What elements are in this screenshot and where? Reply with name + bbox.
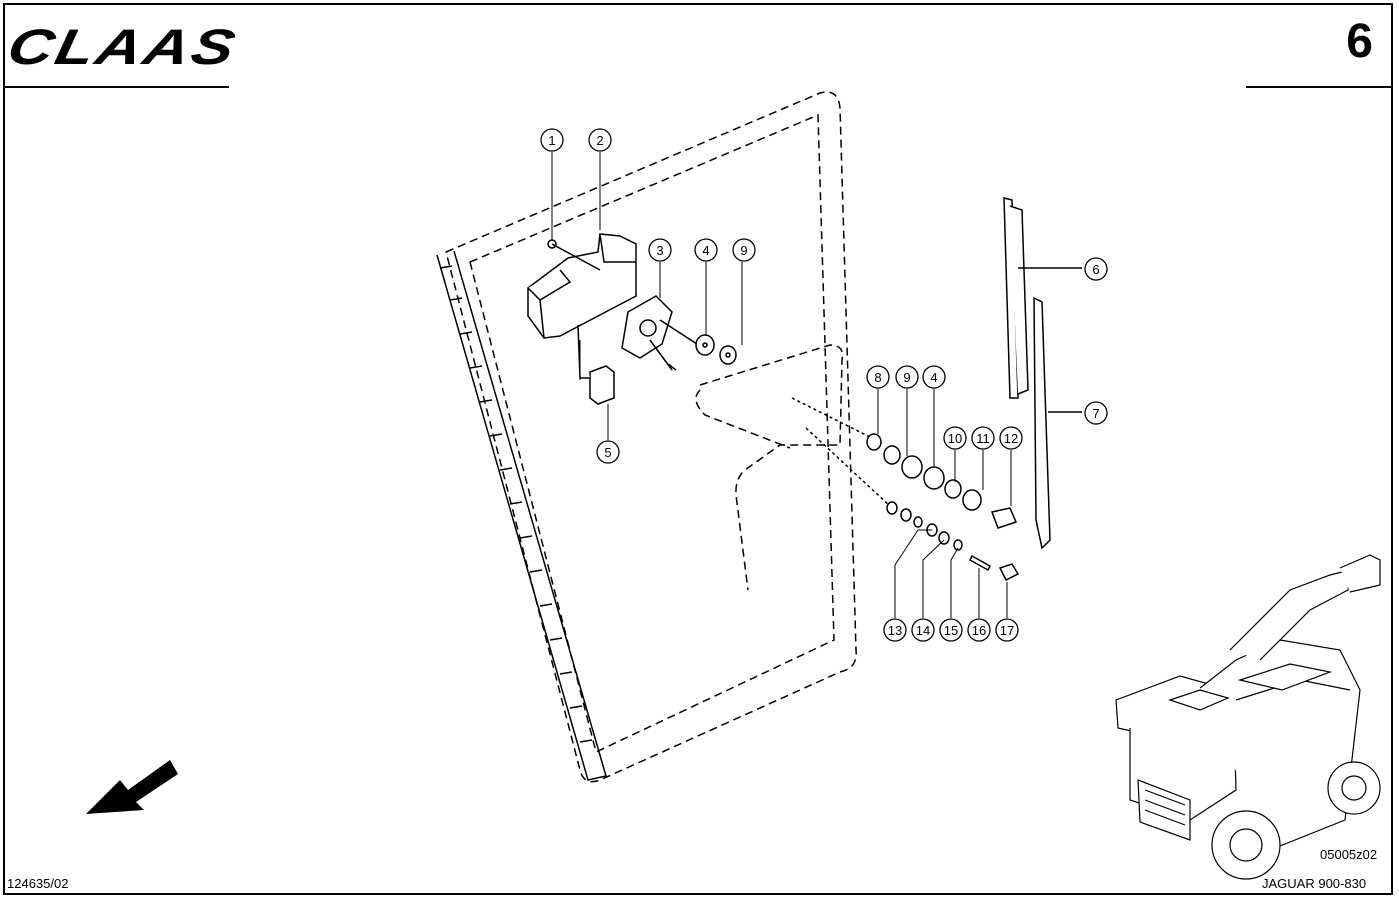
callout-16[interactable]: 16 [967,618,991,642]
svg-text:9: 9 [740,243,747,258]
harvester-thumbnail [1115,554,1381,880]
drawing-frame [3,3,1393,895]
bolt-item-1 [547,239,601,271]
svg-text:2: 2 [596,133,603,148]
callout-6[interactable]: 6 [1084,257,1108,281]
wiper-arm [1033,296,1082,550]
logo-underline [3,86,229,88]
callout-1[interactable]: 1 [540,128,564,152]
callout-bubbles: 1 2 3 4 9 5 6 7 8 9 4 10 11 12 13 14 15 … [540,128,1108,642]
svg-text:4: 4 [930,370,937,385]
callout-12[interactable]: 12 [999,426,1023,450]
page-number: 6 [1346,15,1373,68]
callout-11[interactable]: 11 [971,426,995,450]
washer-9-upper [719,345,737,365]
svg-text:1: 1 [548,133,555,148]
svg-text:14: 14 [916,623,930,638]
callout-17[interactable]: 17 [995,618,1019,642]
door-glass-outline [445,91,857,783]
svg-text:6: 6 [1092,262,1099,277]
svg-text:10: 10 [948,431,962,446]
door-seal-edge [436,250,607,781]
callout-15[interactable]: 15 [939,618,963,642]
svg-text:16: 16 [972,623,986,638]
callout-4-lower[interactable]: 4 [922,365,946,389]
svg-text:5: 5 [604,445,611,460]
page-number-underline [1246,86,1393,88]
wiper-motor-bracket [621,295,701,371]
svg-text:17: 17 [1000,623,1014,638]
svg-text:11: 11 [976,431,990,446]
callout-2[interactable]: 2 [588,128,612,152]
callout-3[interactable]: 3 [648,238,672,262]
direction-arrow [86,760,178,814]
svg-text:7: 7 [1092,406,1099,421]
svg-text:8: 8 [874,370,881,385]
callout-leaders [551,152,1012,618]
image-code: 05005z02 [1320,847,1378,862]
callout-5[interactable]: 5 [596,440,620,464]
wiper-motor-cover [527,233,637,339]
callout-7[interactable]: 7 [1084,401,1108,425]
drawing-number: 124635/02 [7,876,69,891]
svg-text:4: 4 [702,243,709,258]
svg-text:15: 15 [944,623,958,638]
callout-4[interactable]: 4 [694,238,718,262]
svg-text:9: 9 [903,370,910,385]
washer-4-upper [695,334,715,356]
callout-8[interactable]: 8 [866,365,890,389]
wiper-blade [1003,197,1082,399]
connector-plug [577,324,615,405]
callout-13[interactable]: 13 [883,618,907,642]
model-name: JAGUAR 900-830 [1262,876,1367,891]
hardware-stack [791,397,1020,582]
callout-9-lower[interactable]: 9 [895,365,919,389]
svg-text:13: 13 [888,623,902,638]
svg-text:12: 12 [1004,431,1018,446]
svg-text:3: 3 [656,243,663,258]
callout-9[interactable]: 9 [732,238,756,262]
callout-14[interactable]: 14 [911,618,935,642]
callout-10[interactable]: 10 [943,426,967,450]
